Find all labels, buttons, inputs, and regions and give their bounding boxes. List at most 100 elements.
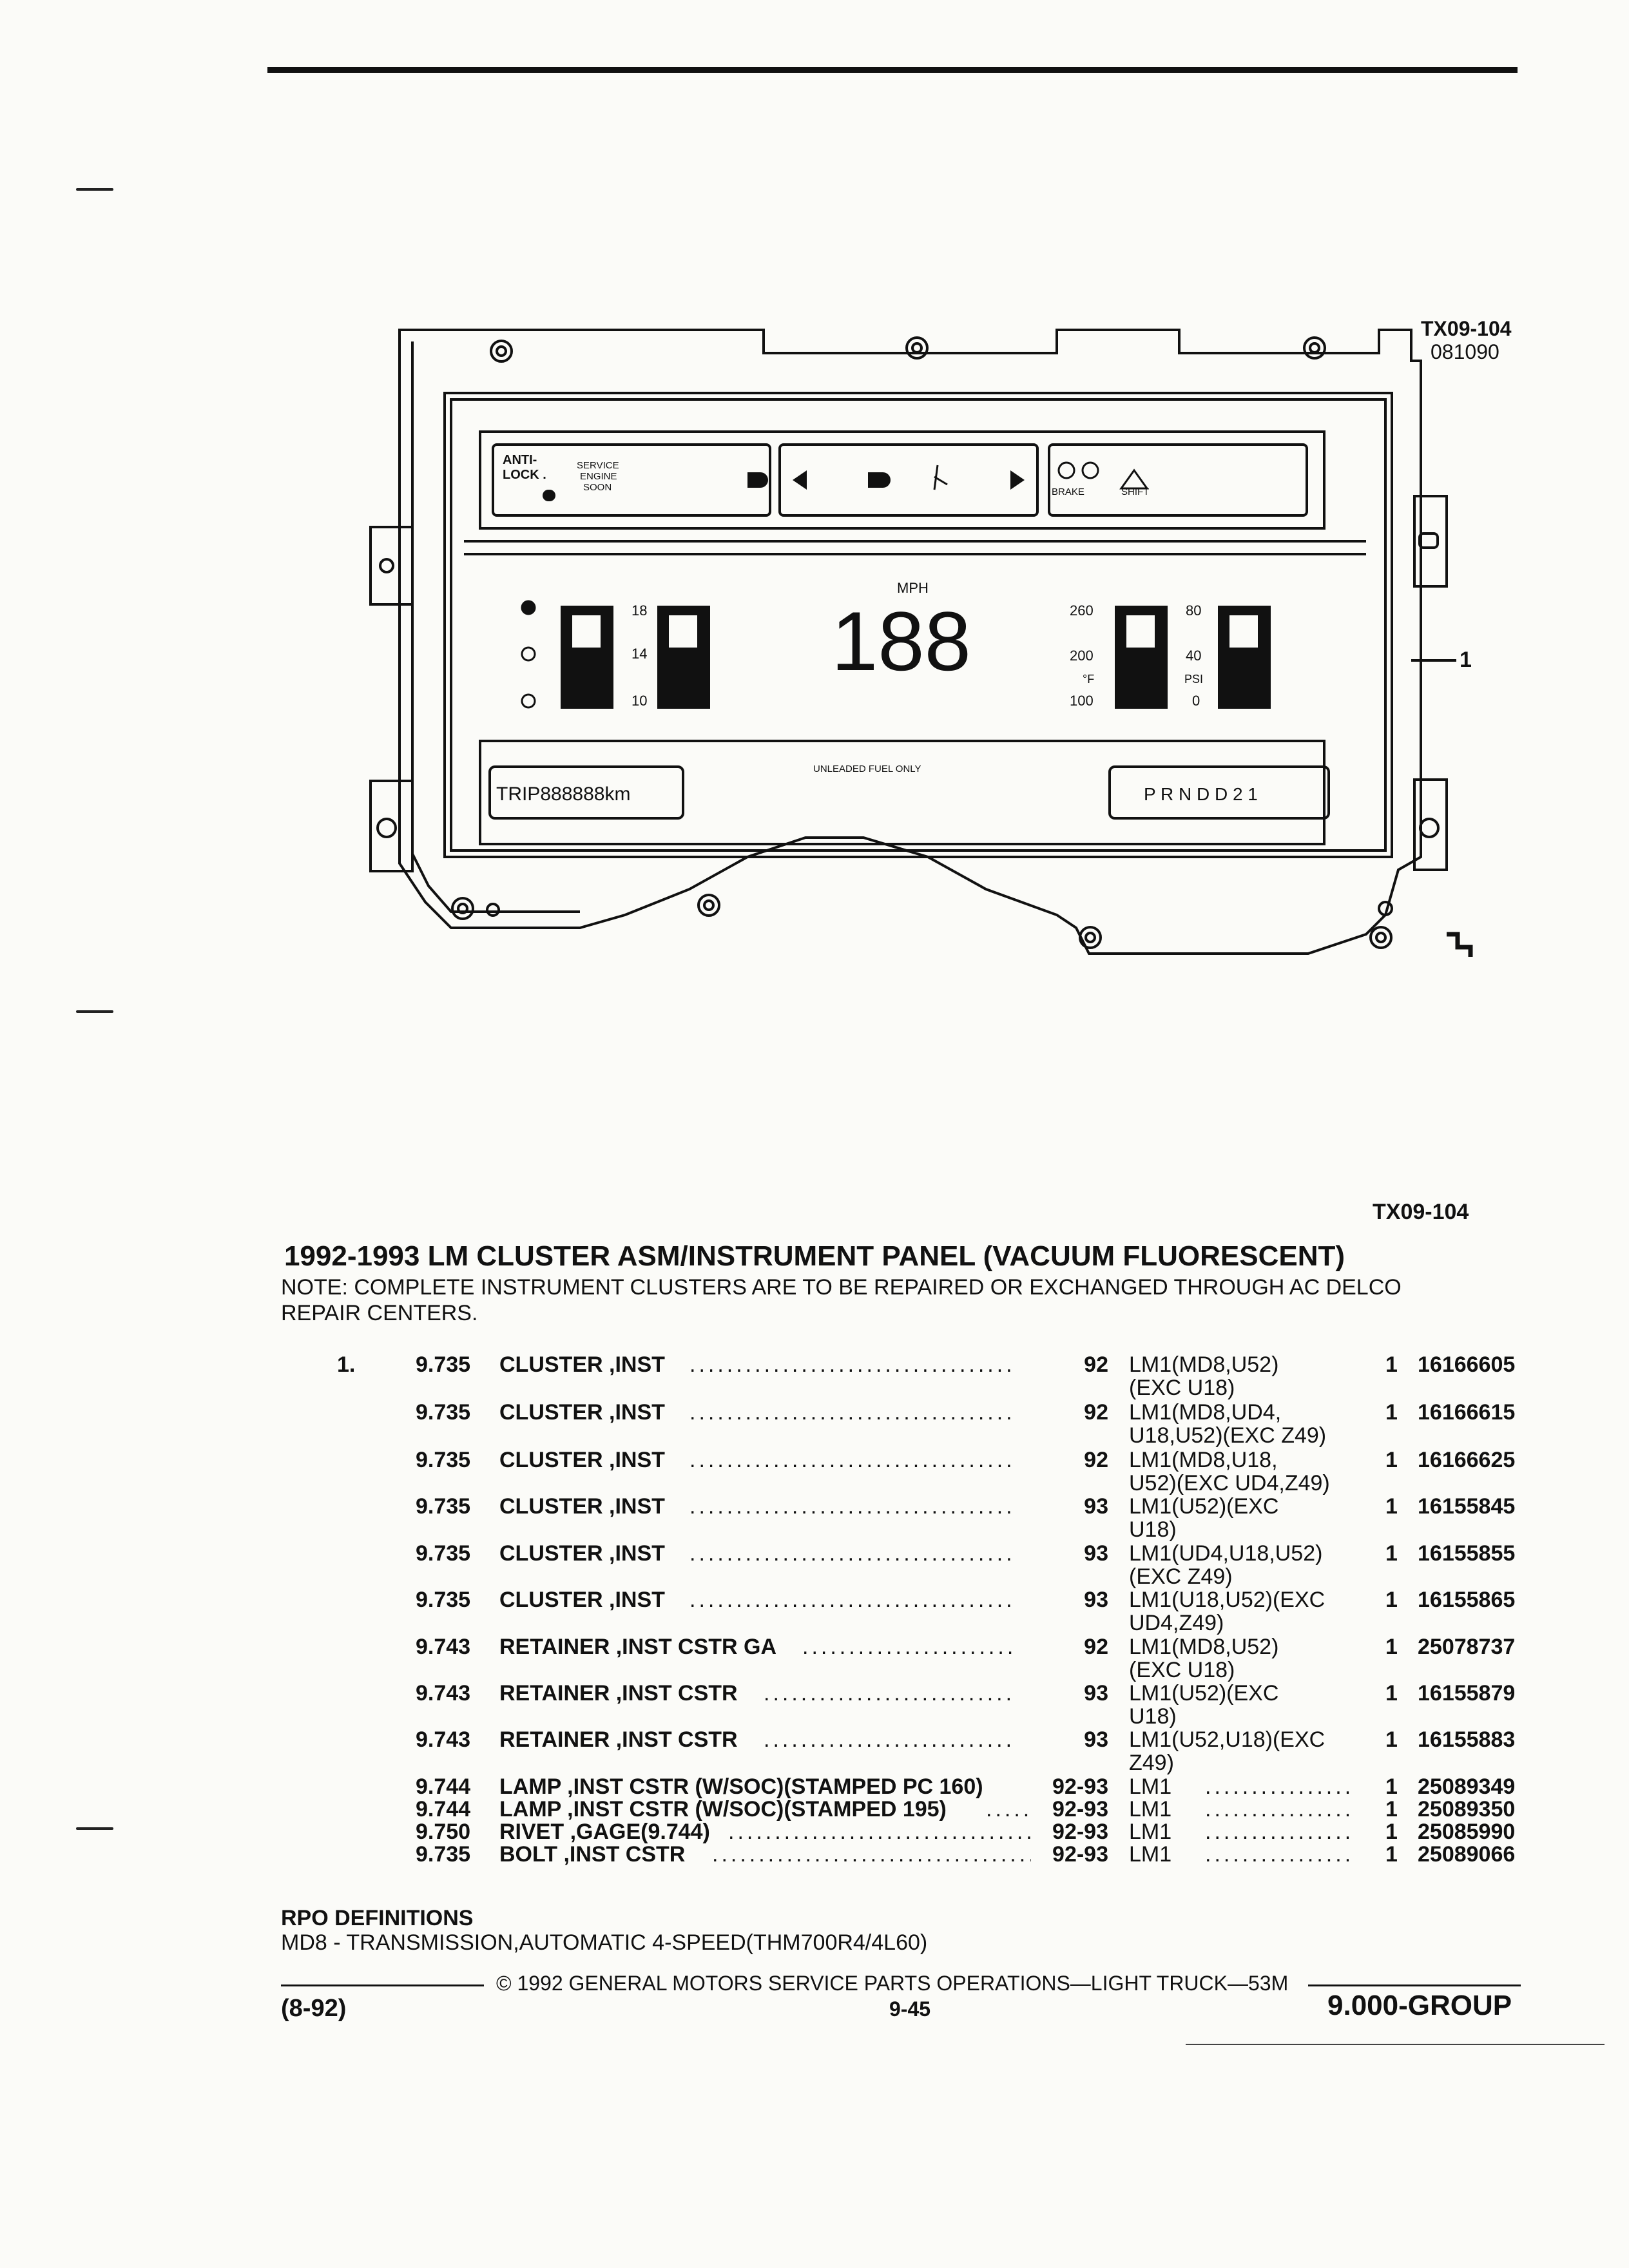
leader-dots: .............................. — [1205, 1843, 1353, 1866]
leader-dots: ........................................… — [689, 1495, 1015, 1518]
punch-mark — [76, 1010, 113, 1013]
figure-number: 9.735 — [416, 1352, 471, 1377]
rpo-codes: LM1(MD8,UD4, U18,U52)(EXC Z49) — [1129, 1400, 1327, 1448]
part-number: 16166625 — [1418, 1448, 1516, 1472]
part-number: 25089350 — [1418, 1797, 1516, 1821]
quantity: 1 — [1385, 1727, 1398, 1752]
figure-number: 9.744 — [416, 1797, 471, 1821]
rpo-codes: LM1(U52,U18)(EXC Z49) — [1129, 1727, 1325, 1775]
leader-dots: ........................................… — [689, 1448, 1015, 1472]
leader-dots: ........................................… — [728, 1820, 1031, 1843]
part-number: 16155865 — [1418, 1588, 1516, 1612]
figure-number: 9.735 — [416, 1541, 471, 1566]
anti-lock-label: ANTI- — [503, 453, 537, 467]
shift-label: SHIFT — [1121, 486, 1149, 497]
svg-text:14: 14 — [631, 646, 647, 662]
leader-dots: ........................................… — [689, 1353, 1015, 1376]
rpo-codes: LM1(U52)(EXC U18) — [1129, 1494, 1279, 1542]
svg-text:40: 40 — [1186, 648, 1201, 664]
model-year: 92-93 — [1052, 1820, 1108, 1844]
unleaded-label: UNLEADED FUEL ONLY — [813, 764, 921, 774]
rpo-codes: LM1 — [1129, 1797, 1172, 1821]
part-number: 25078737 — [1418, 1635, 1516, 1659]
repair-note: NOTE: COMPLETE INSTRUMENT CLUSTERS ARE T… — [281, 1275, 1402, 1325]
model-year: 92-93 — [1052, 1774, 1108, 1799]
mph-label: MPH — [897, 580, 929, 596]
svg-text:°F: °F — [1083, 673, 1094, 686]
group-label: 9.000-GROUP — [1327, 1990, 1512, 2021]
quantity: 1 — [1385, 1494, 1398, 1519]
model-year: 93 — [1084, 1541, 1108, 1566]
quantity: 1 — [1385, 1774, 1398, 1799]
trip-readout: TRIP888888km — [496, 783, 630, 805]
anti-lock-label-2: LOCK . — [503, 468, 546, 482]
quantity: 1 — [1385, 1842, 1398, 1867]
part-number: 25089066 — [1418, 1842, 1516, 1867]
figure-number: 9.744 — [416, 1774, 471, 1799]
svg-text:SOON: SOON — [583, 482, 612, 493]
figure-date-code: 081090 — [1431, 340, 1499, 363]
footer-date: (8-92) — [281, 1995, 347, 2022]
svg-text:260: 260 — [1070, 602, 1094, 619]
callout-number: 1 — [1460, 648, 1472, 672]
footer-rule-left — [281, 1984, 484, 1986]
leader-dots: .............................. — [1205, 1775, 1353, 1798]
page-title: 1992-1993 LM CLUSTER ASM/INSTRUMENT PANE… — [284, 1240, 1345, 1272]
quantity: 1 — [1385, 1635, 1398, 1659]
quantity: 1 — [1385, 1820, 1398, 1844]
part-description: CLUSTER ,INST — [499, 1448, 665, 1472]
rpo-codes: LM1 — [1129, 1842, 1172, 1867]
brake-label: BRAKE — [1052, 486, 1084, 497]
svg-text:200: 200 — [1070, 648, 1094, 664]
svg-text:10: 10 — [631, 693, 647, 709]
bottom-rule — [1186, 2044, 1605, 2045]
leader-dots: ........................................… — [689, 1588, 1015, 1611]
svg-text:0: 0 — [1192, 693, 1200, 709]
leader-dots: .............................. — [1205, 1820, 1353, 1843]
part-description: CLUSTER ,INST — [499, 1494, 665, 1519]
quantity: 1 — [1385, 1588, 1398, 1612]
part-description: CLUSTER ,INST — [499, 1400, 665, 1425]
part-number: 16166615 — [1418, 1400, 1516, 1425]
figure-code: TX09-104 — [1421, 317, 1512, 340]
leader-dots: ........................................… — [689, 1542, 1015, 1565]
rpo-codes: LM1(MD8,U18, U52)(EXC UD4,Z49) — [1129, 1448, 1330, 1495]
rpo-codes: LM1(U52)(EXC U18) — [1129, 1681, 1279, 1729]
quantity: 1 — [1385, 1448, 1398, 1472]
leader-dots: ........................................… — [764, 1728, 1015, 1751]
model-year: 93 — [1084, 1681, 1108, 1706]
svg-text:SERVICE: SERVICE — [577, 460, 619, 471]
part-description: LAMP ,INST CSTR (W/SOC)(STAMPED 195) — [499, 1797, 947, 1821]
leader-dots: .............................. — [1205, 1798, 1353, 1821]
part-number: 25085990 — [1418, 1820, 1516, 1844]
model-year: 92-93 — [1052, 1797, 1108, 1821]
part-description: CLUSTER ,INST — [499, 1588, 665, 1612]
figure-number: 9.735 — [416, 1588, 471, 1612]
rpo-definition: MD8 - TRANSMISSION,AUTOMATIC 4-SPEED(THM… — [281, 1930, 928, 1955]
part-number: 16155845 — [1418, 1494, 1516, 1519]
quantity: 1 — [1385, 1797, 1398, 1821]
cluster-illustration: ANTI- LOCK . SERVICE ENGINE SOON BRAKE S… — [369, 329, 1473, 957]
leader-dots: ........................................… — [986, 1798, 1031, 1821]
quantity: 1 — [1385, 1541, 1398, 1566]
item-number: 1. — [337, 1352, 356, 1377]
part-description: LAMP ,INST CSTR (W/SOC)(STAMPED PC 160) — [499, 1774, 983, 1799]
part-number: 25089349 — [1418, 1774, 1516, 1799]
model-year: 92 — [1084, 1352, 1108, 1377]
figure-number: 9.735 — [416, 1448, 471, 1472]
quantity: 1 — [1385, 1681, 1398, 1706]
footer-copyright: © 1992 GENERAL MOTORS SERVICE PARTS OPER… — [496, 1972, 1289, 1995]
figure-number: 9.735 — [416, 1400, 471, 1425]
figure-number: 9.743 — [416, 1727, 471, 1752]
part-description: RIVET ,GAGE(9.744) — [499, 1820, 710, 1844]
gear-indicator: P R N D D 2 1 — [1144, 784, 1258, 804]
model-year: 93 — [1084, 1588, 1108, 1612]
leader-dots: ........................................… — [712, 1843, 1031, 1866]
leader-dots: ........................................… — [764, 1682, 1015, 1705]
figure-code-bottom: TX09-104 — [1373, 1200, 1469, 1224]
speed-readout: 188 — [831, 594, 971, 688]
page-number: 9-45 — [889, 1997, 931, 2021]
svg-text:100: 100 — [1070, 693, 1094, 709]
part-number: 16155883 — [1418, 1727, 1516, 1752]
svg-text:PSI: PSI — [1184, 673, 1203, 686]
